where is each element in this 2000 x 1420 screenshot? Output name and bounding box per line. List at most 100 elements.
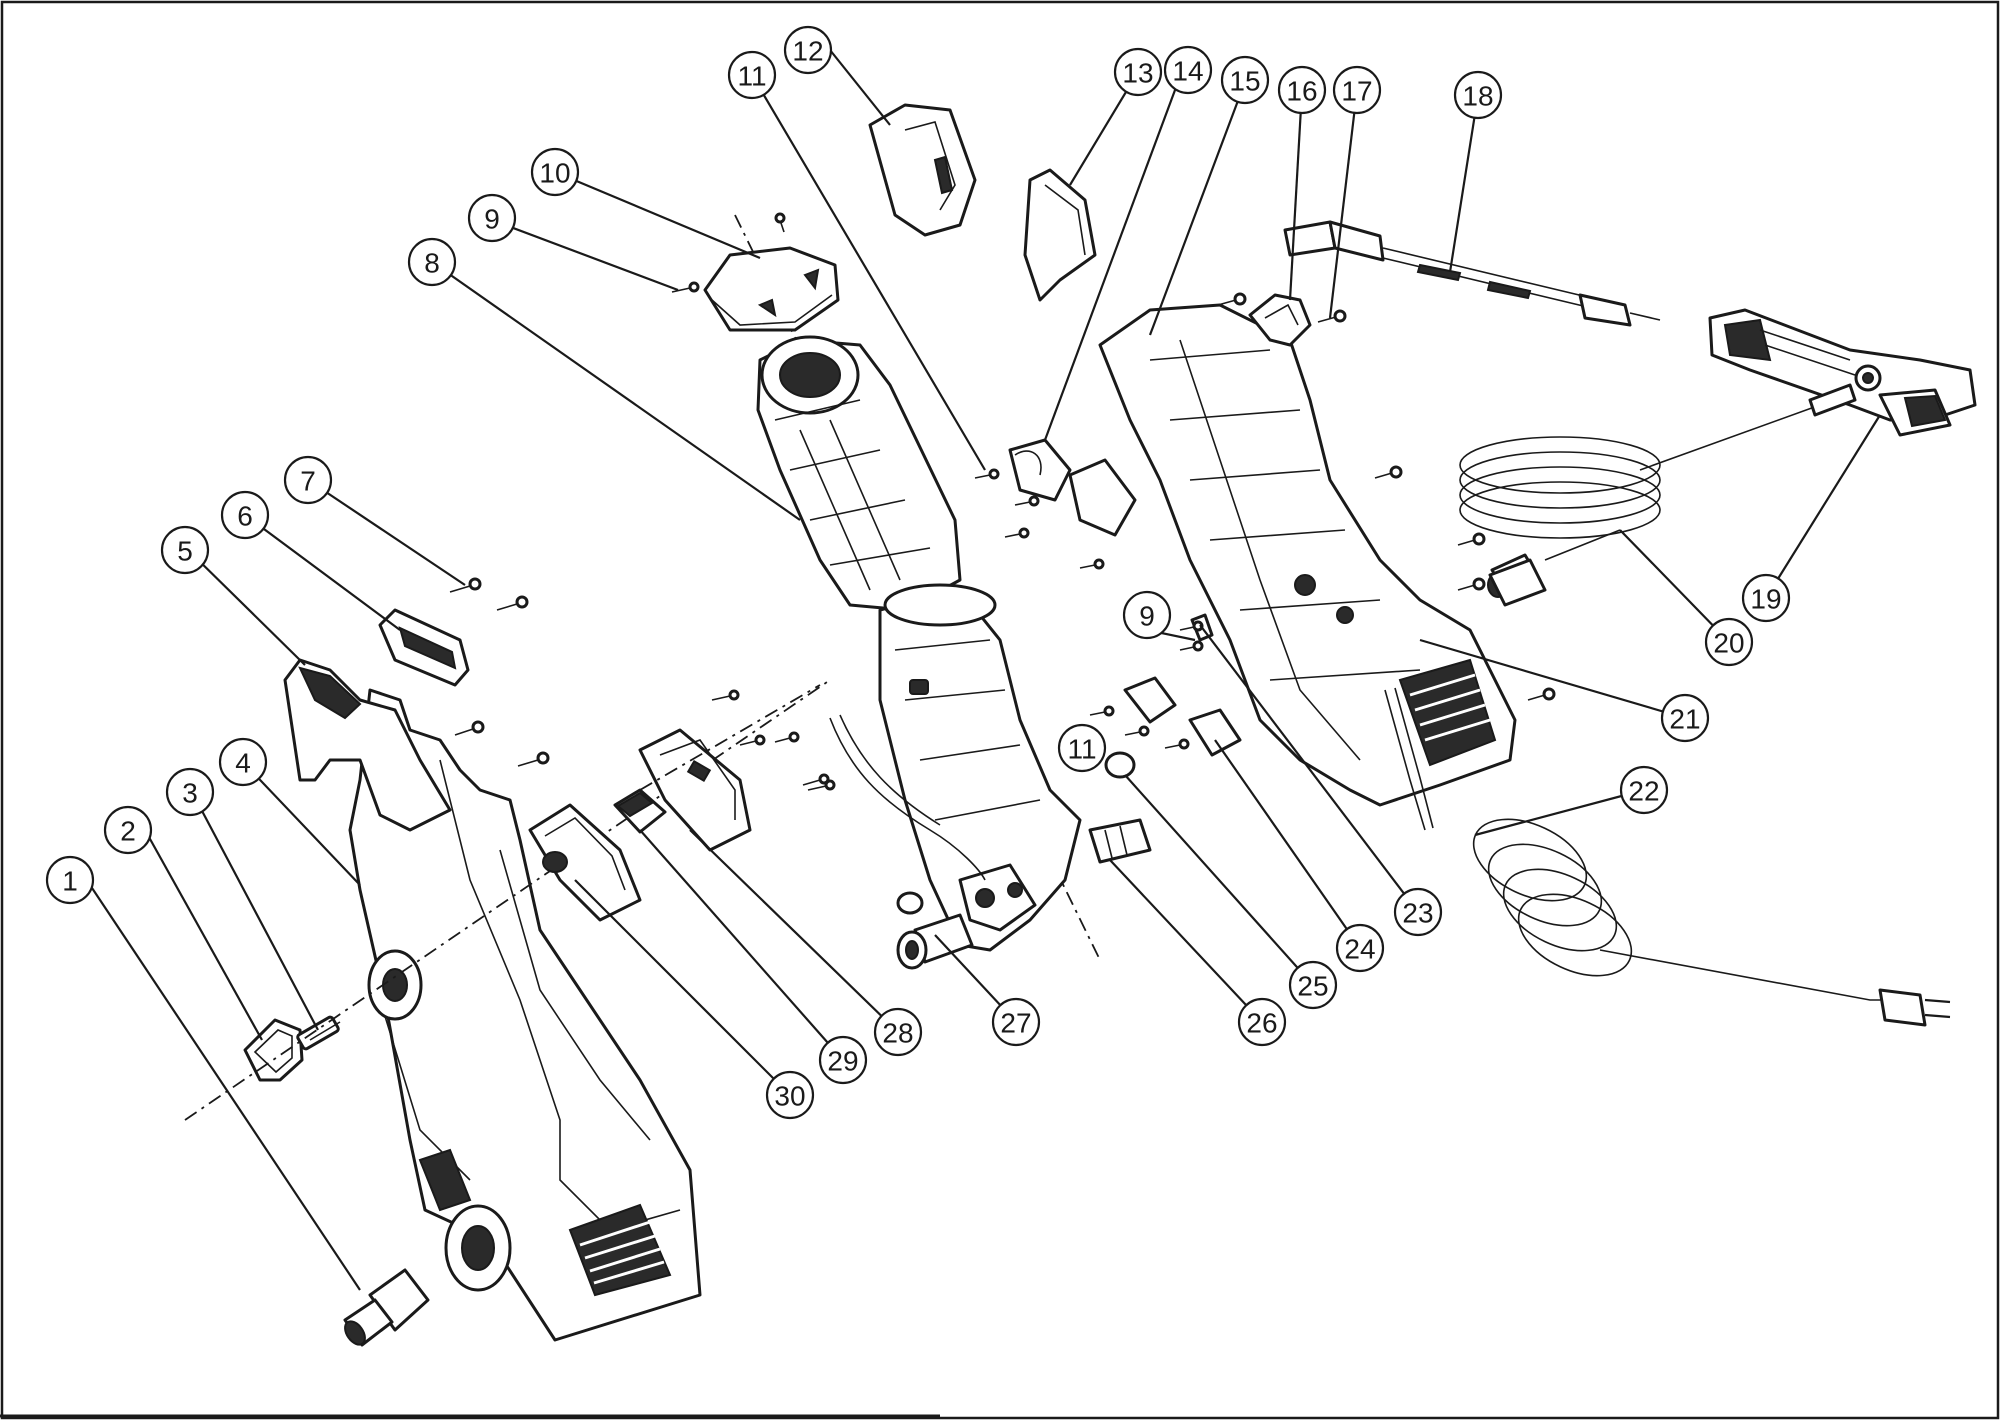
pump-valve-a [975,888,995,908]
motor-lead-wire [829,717,986,881]
callout-18: 18 [1453,70,1503,120]
callout-21: 21 [1660,693,1710,743]
switch-axis-line [639,684,821,791]
left-housing-panel-b [499,849,651,1141]
callout-19: 19 [1741,573,1791,623]
filter-cap [243,1018,304,1082]
callout-number: 26 [1246,1008,1277,1039]
callout-number: 24 [1344,934,1375,965]
motor-cap-notch-b [803,268,820,291]
callout-circle [1163,45,1213,95]
callout-5: 5 [160,525,210,575]
switch-box [528,803,642,922]
callout-circle [991,997,1041,1047]
callout-circle [283,455,333,505]
cord-hook [1023,168,1097,302]
callout-26: 26 [1237,997,1287,1047]
callout-number: 20 [1713,628,1744,659]
callout-circle [407,237,457,287]
callout-circle [1277,65,1327,115]
callout-number: 9 [1139,601,1155,632]
callout-number: 6 [237,501,253,532]
pump-valve-block [958,863,1037,932]
cord-clip-upper [1123,676,1177,724]
leader-lines [87,49,1881,1291]
spray-gun [1708,308,1977,437]
gun-holder-clip [1248,293,1312,347]
switch-assembly-group [528,684,830,922]
left-housing-grille [568,1203,672,1297]
motor-lead-wire-b [839,714,941,826]
pump-inlet [896,913,974,970]
callout-circle [873,1007,923,1057]
callout-number: 15 [1229,66,1260,97]
callout-number: 3 [182,778,198,809]
clip-curl [1014,450,1042,476]
callout-number: 8 [424,248,440,279]
cord-clip-lower [1188,708,1242,757]
callout-number: 12 [792,36,823,67]
handle-cover-slots [398,626,457,670]
callout-circle [1332,65,1382,115]
callout-circle [1057,723,1107,773]
callout-number: 11 [1067,734,1096,765]
callout-circle [1704,617,1754,667]
left-housing-wheel-hub [461,1225,495,1271]
callout-circle [818,1035,868,1085]
filter-element [296,1015,341,1051]
callout-number: 17 [1341,76,1372,107]
callout-circle [765,1070,815,1120]
left-housing-side-ribs [418,1148,472,1212]
callout-16: 16 [1277,65,1327,115]
switch-screws [711,689,830,786]
clip-upper-b [1068,458,1137,537]
callout-number: 29 [827,1046,858,1077]
callout-4: 4 [218,737,268,787]
callout-number: 5 [177,536,193,567]
callout-29: 29 [818,1035,868,1085]
switch-box-face [544,816,626,891]
callout-30: 30 [765,1070,815,1120]
callout-10: 10 [530,147,580,197]
callout-number: 23 [1402,898,1433,929]
callout-28: 28 [873,1007,923,1057]
callout-number: 2 [120,816,136,847]
callout-17: 17 [1332,65,1382,115]
callout-number: 4 [235,748,251,779]
callout-circle [220,490,270,540]
switch-box-knob [542,851,568,873]
callout-23: 23 [1393,887,1443,937]
callout-2: 2 [103,805,153,855]
callout-number: 22 [1628,776,1659,807]
callout-number: 28 [882,1018,913,1049]
callout-number: 11 [737,61,766,92]
callout-circle [103,805,153,855]
handle-grip-top [298,666,362,720]
callout-circle [1453,70,1503,120]
motor-cap-notch-a [757,298,777,318]
callout-number: 7 [300,466,316,497]
callout-number: 30 [774,1081,805,1112]
right-housing-boss [1294,574,1316,596]
right-housing-boss-b [1336,606,1354,624]
pump-body [878,588,1082,952]
hose-hook-slot [933,155,954,195]
callout-circle [1393,887,1443,937]
callout-circle [530,147,580,197]
clip-upper [1008,438,1072,502]
cap-screw [671,287,691,293]
screws-7 [449,577,550,767]
motor-body-stripe [799,419,901,591]
callout-circle [467,193,517,243]
hose-hook [868,103,977,237]
callout-15: 15 [1220,55,1270,105]
right-housing-ribs [1149,349,1421,681]
pump-outlet [1088,818,1152,864]
callout-11: 11 [727,50,777,100]
right-housing-inner-wall [1179,339,1361,761]
callout-number: 27 [1000,1008,1031,1039]
callout-number: 16 [1286,76,1317,107]
clips-group [868,103,1137,570]
